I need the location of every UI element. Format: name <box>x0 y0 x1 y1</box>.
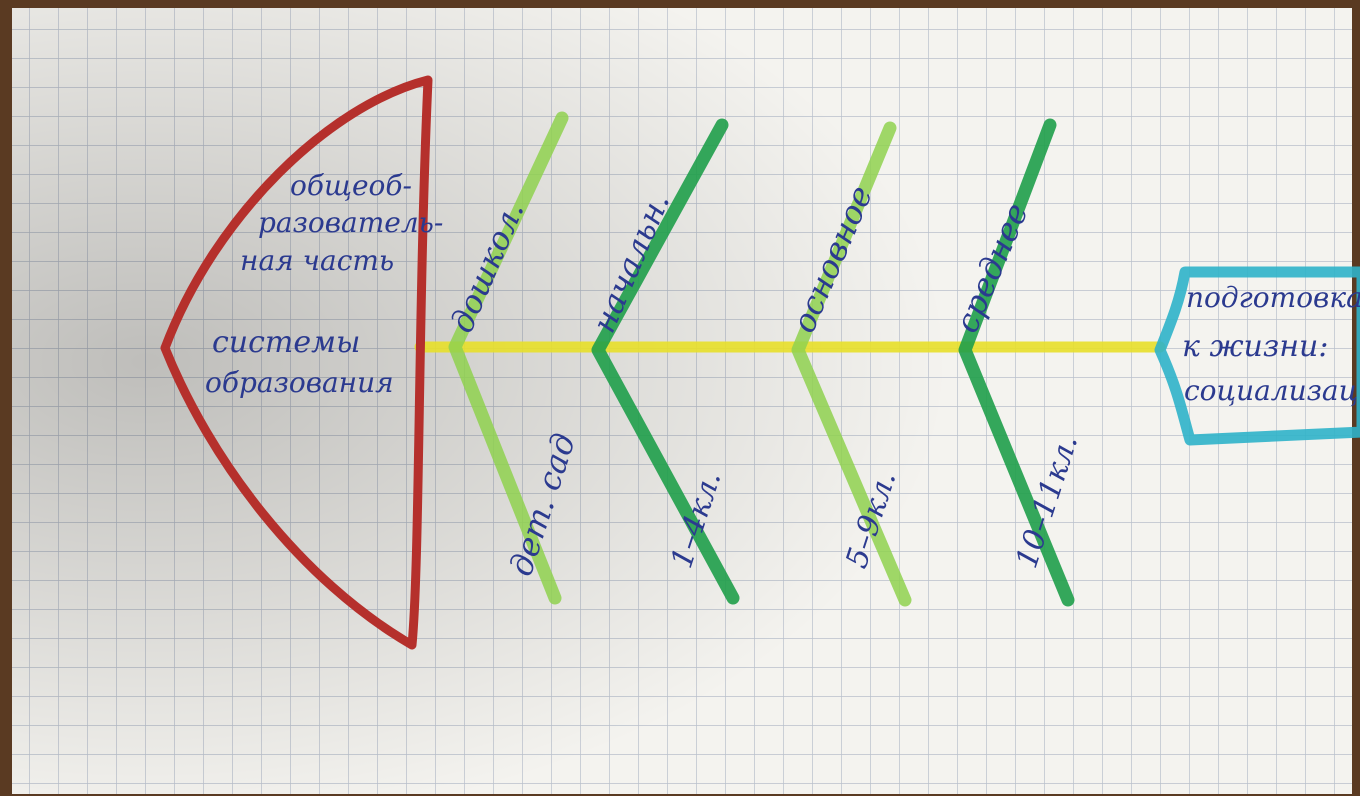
tail-line-2: к жизни: <box>1182 329 1328 364</box>
head-line-4: системы <box>212 325 360 360</box>
head-line-2: разователь- <box>258 206 443 239</box>
fish-head <box>160 75 433 650</box>
head-line-1: общеоб- <box>290 169 412 202</box>
fish-tail <box>1154 266 1360 446</box>
head-text: общеоб- разователь- ная часть системы об… <box>205 169 443 399</box>
tail-line-1: подготовка <box>1186 281 1360 314</box>
grid-paper <box>12 8 1352 794</box>
tail-line-3: социализация <box>1184 374 1360 407</box>
head-line-5: образования <box>205 366 394 399</box>
tail-text: подготовка к жизни: социализация <box>1182 281 1360 407</box>
head-line-3: ная часть <box>240 244 394 277</box>
